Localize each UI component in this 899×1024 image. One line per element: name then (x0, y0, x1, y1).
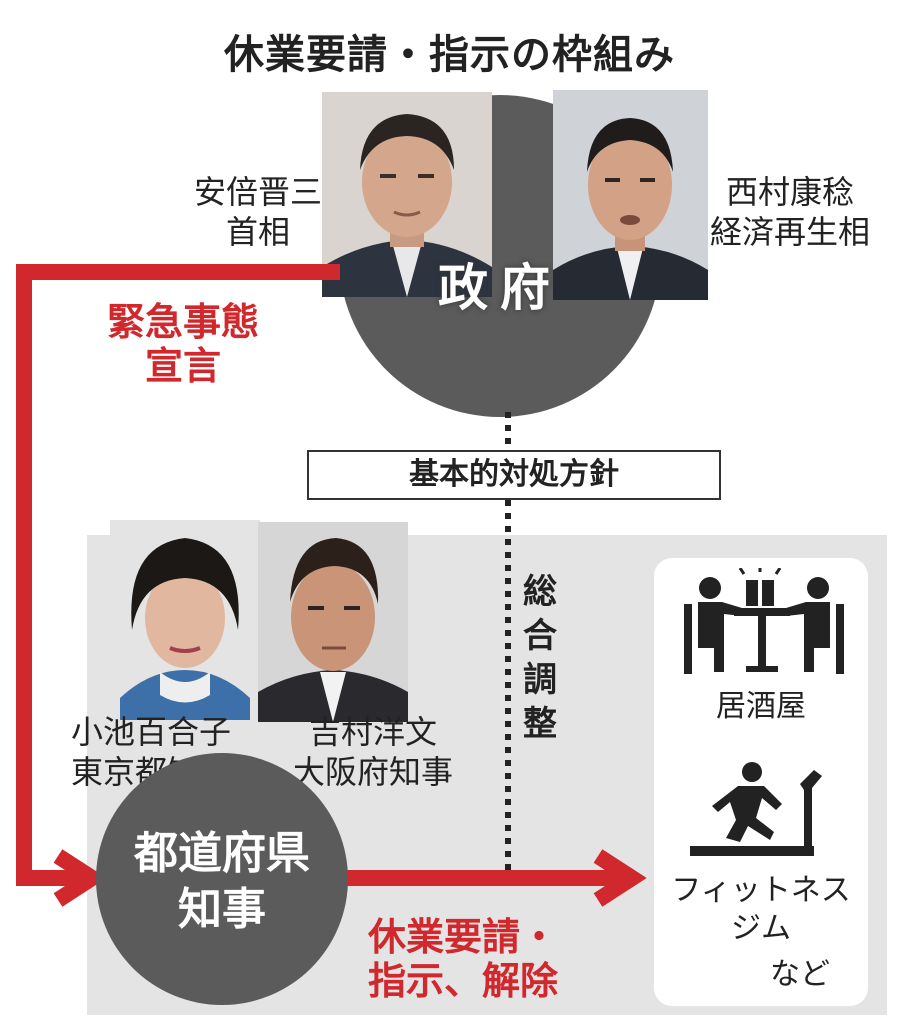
pm-photo (322, 92, 492, 297)
minister-photo (553, 90, 708, 300)
minister-label: 西村康稔 経済再生相 (690, 172, 890, 252)
emergency-arrow-head (53, 849, 107, 907)
closure-request-label: 休業要請・ 指示、解除 (368, 915, 558, 1003)
tokyo-governor-photo (110, 520, 260, 720)
diagram-title: 休業要請・指示の枠組み (224, 32, 675, 78)
osaka-governor-photo (258, 522, 408, 722)
osaka-governor-name: 吉村洋文 (308, 713, 437, 751)
coordination-char-1: 総 (523, 572, 557, 612)
venue-fitness-gym: フィットネス ジム (654, 872, 868, 948)
closure-line-1: 休業要請・ (368, 915, 559, 959)
fitness-runner-icon (690, 762, 822, 856)
emergency-line-2: 宣言 (144, 344, 221, 388)
izakaya-icon (684, 568, 844, 674)
prefecture-circle (96, 753, 348, 1005)
minister-name: 西村康稔 (725, 173, 854, 211)
tokyo-governor-name: 小池百合子 (70, 713, 231, 751)
emergency-line-1: 緊急事態 (106, 300, 259, 344)
pm-name: 安倍晋三 (193, 173, 322, 211)
prefecture-line-1: 都道府県 (134, 828, 310, 879)
prefecture-governor-label: 都道府県 知事 (96, 826, 348, 938)
pm-label: 安倍晋三 首相 (178, 172, 338, 252)
coordination-char-2: 合 (523, 616, 557, 656)
emergency-arrow-line (16, 264, 340, 886)
pm-role: 首相 (225, 213, 290, 251)
coordination-char-3: 調 (523, 660, 557, 700)
venue-fitness-line-1: フィットネス (671, 873, 851, 908)
venue-izakaya: 居酒屋 (716, 689, 806, 724)
coordination-char-4: 整 (523, 704, 557, 744)
osaka-governor-role: 大阪府知事 (292, 753, 453, 791)
prefecture-line-2: 知事 (178, 884, 266, 935)
basic-policy-box: 基本的対処方針 (307, 450, 721, 500)
closure-line-2: 指示、解除 (368, 959, 559, 1003)
emergency-declaration-label: 緊急事態 宣言 (78, 300, 288, 388)
coordination-label: 総 合 調 整 (514, 570, 566, 746)
minister-role: 経済再生相 (709, 213, 870, 251)
venue-etc: など (770, 957, 830, 992)
closure-arrow-head (593, 849, 647, 907)
venue-fitness-line-2: ジム (731, 911, 791, 946)
government-label: 政府 (438, 259, 562, 317)
osaka-governor-label: 吉村洋文 大阪府知事 (278, 712, 468, 792)
